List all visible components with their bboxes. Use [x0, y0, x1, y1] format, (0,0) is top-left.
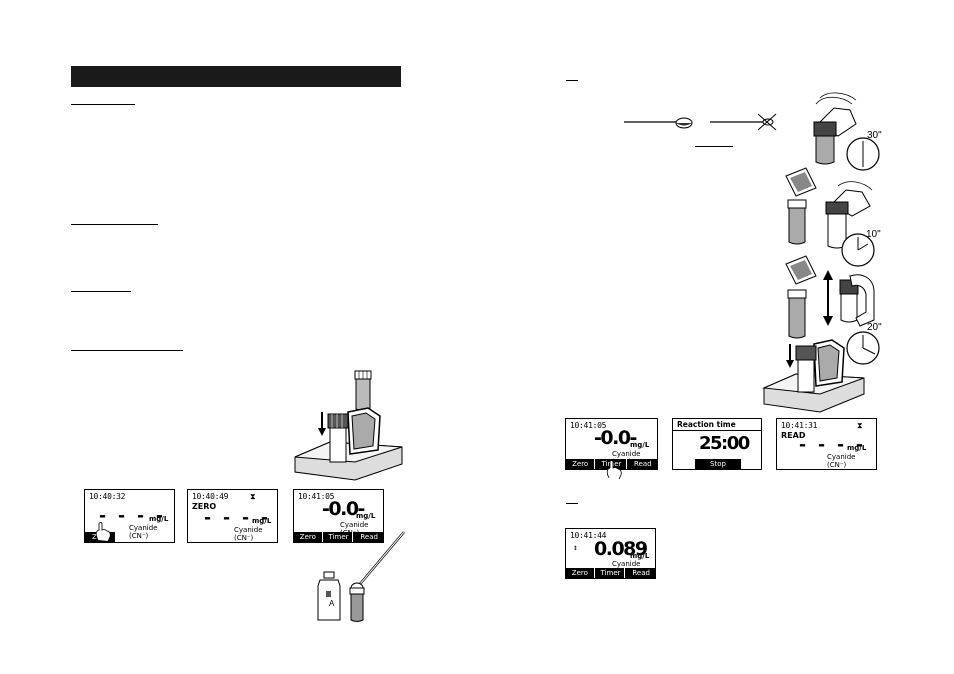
measurement-value: 0.089 [594, 538, 648, 560]
stop-key-label: Stop [710, 460, 726, 468]
pour-packet-illustration [785, 167, 817, 245]
shake-cuvette-illustration [813, 92, 857, 165]
read-soft-key[interactable]: Read [360, 533, 378, 541]
unit-label: mg/L [847, 444, 867, 452]
clock-icon-1 [846, 137, 880, 171]
screen-time: 10:41:05 [298, 492, 335, 501]
dashes-readout: - - - - [99, 506, 166, 526]
section-title-bar [71, 66, 401, 87]
measurement-value: -0.0- [594, 427, 637, 449]
unit-label: mg/L [356, 512, 376, 520]
screen-time: 10:40:32 [89, 492, 126, 501]
subheading-underline-2 [71, 224, 158, 225]
dashes-readout: - - - - [799, 435, 866, 455]
screen-time: 10:41:31 [781, 421, 818, 430]
dashes-readout: - - - - [204, 508, 271, 528]
subheading-underline-3 [71, 291, 131, 292]
meter-screen-result: 10:41:44 ↕ 0.089 mg/L Cyanide (CN⁻) Zero… [565, 528, 656, 579]
parameter-label: Cyanide (CN⁻) [234, 526, 263, 542]
mid-underline [695, 146, 733, 147]
zero-soft-key[interactable]: Zero [294, 532, 323, 542]
status-label: READ [781, 431, 806, 440]
note-underline-1 [566, 80, 578, 81]
scroll-arrows-icon: ↕ [573, 543, 578, 552]
screen-time: 10:41:44 [570, 531, 607, 540]
finger-press-icon-2 [606, 460, 622, 480]
meter-screen-reading: 10:41:31 ⧗ READ - - - - mg/L Cyanide (CN… [776, 418, 877, 470]
zero-soft-key[interactable]: Zero [566, 459, 596, 469]
read-soft-key[interactable]: Read [632, 569, 650, 577]
timer-soft-key[interactable]: Timer [597, 568, 626, 578]
status-label: ZERO [192, 502, 217, 511]
invert-cuvette-illustration [823, 270, 875, 327]
zero-soft-key[interactable]: Zero [566, 568, 595, 578]
measurement-value: -0.0- [322, 498, 365, 520]
meter-screen-reaction-timer: Reaction time 25:00 Stop [672, 418, 762, 470]
note-underline-2 [566, 503, 578, 504]
clock-icon-3 [846, 331, 880, 365]
subheading-underline-1 [71, 104, 135, 105]
finger-press-icon [95, 522, 111, 542]
soft-key-bar: Zero Timer Read [566, 568, 655, 578]
parameter-label: Cyanide (CN⁻) [827, 453, 856, 469]
meter-cuvette-insert-illustration [294, 407, 403, 481]
screen-time: 10:41:05 [570, 421, 607, 430]
pour-packet-illustration-2 [785, 255, 817, 339]
reagent-spoon-cuvette-illustration [317, 531, 405, 622]
meter-cuvette-insert-illustration-2 [762, 339, 865, 413]
parameter-label: Cyanide (CN⁻) [129, 524, 158, 540]
spoon-comparison-illustration [624, 113, 777, 131]
subheading-underline-4 [71, 350, 183, 351]
unit-label: mg/L [252, 517, 272, 525]
meter-screen-zeroing: 10:40:49 ⧗ ZERO - - - - mg/L Cyanide (CN… [187, 489, 278, 543]
unit-label: mg/L [630, 552, 650, 560]
unit-label: mg/L [149, 515, 169, 523]
timer-soft-key[interactable]: Timer [325, 532, 354, 542]
soft-key-bar: Zero Timer Read [294, 532, 383, 542]
unit-label: mg/L [630, 441, 650, 449]
stop-soft-key[interactable]: Stop [695, 459, 741, 469]
shake-cuvette-illustration-2 [825, 181, 873, 249]
hourglass-icon: ⧗ [857, 421, 863, 430]
reagent-bottle-label: A [329, 599, 335, 608]
timer-label-20s: 20" [867, 322, 882, 333]
countdown-value: 25:00 [699, 433, 750, 454]
meter-screen-zeroed: 10:41:05 -0.0- mg/L Cyanide (CN⁻) Zero T… [293, 489, 384, 543]
hourglass-icon: ⧗ [250, 492, 256, 501]
screen-time: 10:40:49 [192, 492, 229, 501]
reaction-time-title: Reaction time [673, 419, 761, 431]
timer-label-10s: 10" [866, 229, 881, 240]
clock-icon-2 [841, 233, 875, 267]
read-soft-key[interactable]: Read [634, 460, 652, 468]
timer-label-30s: 30" [867, 130, 882, 141]
